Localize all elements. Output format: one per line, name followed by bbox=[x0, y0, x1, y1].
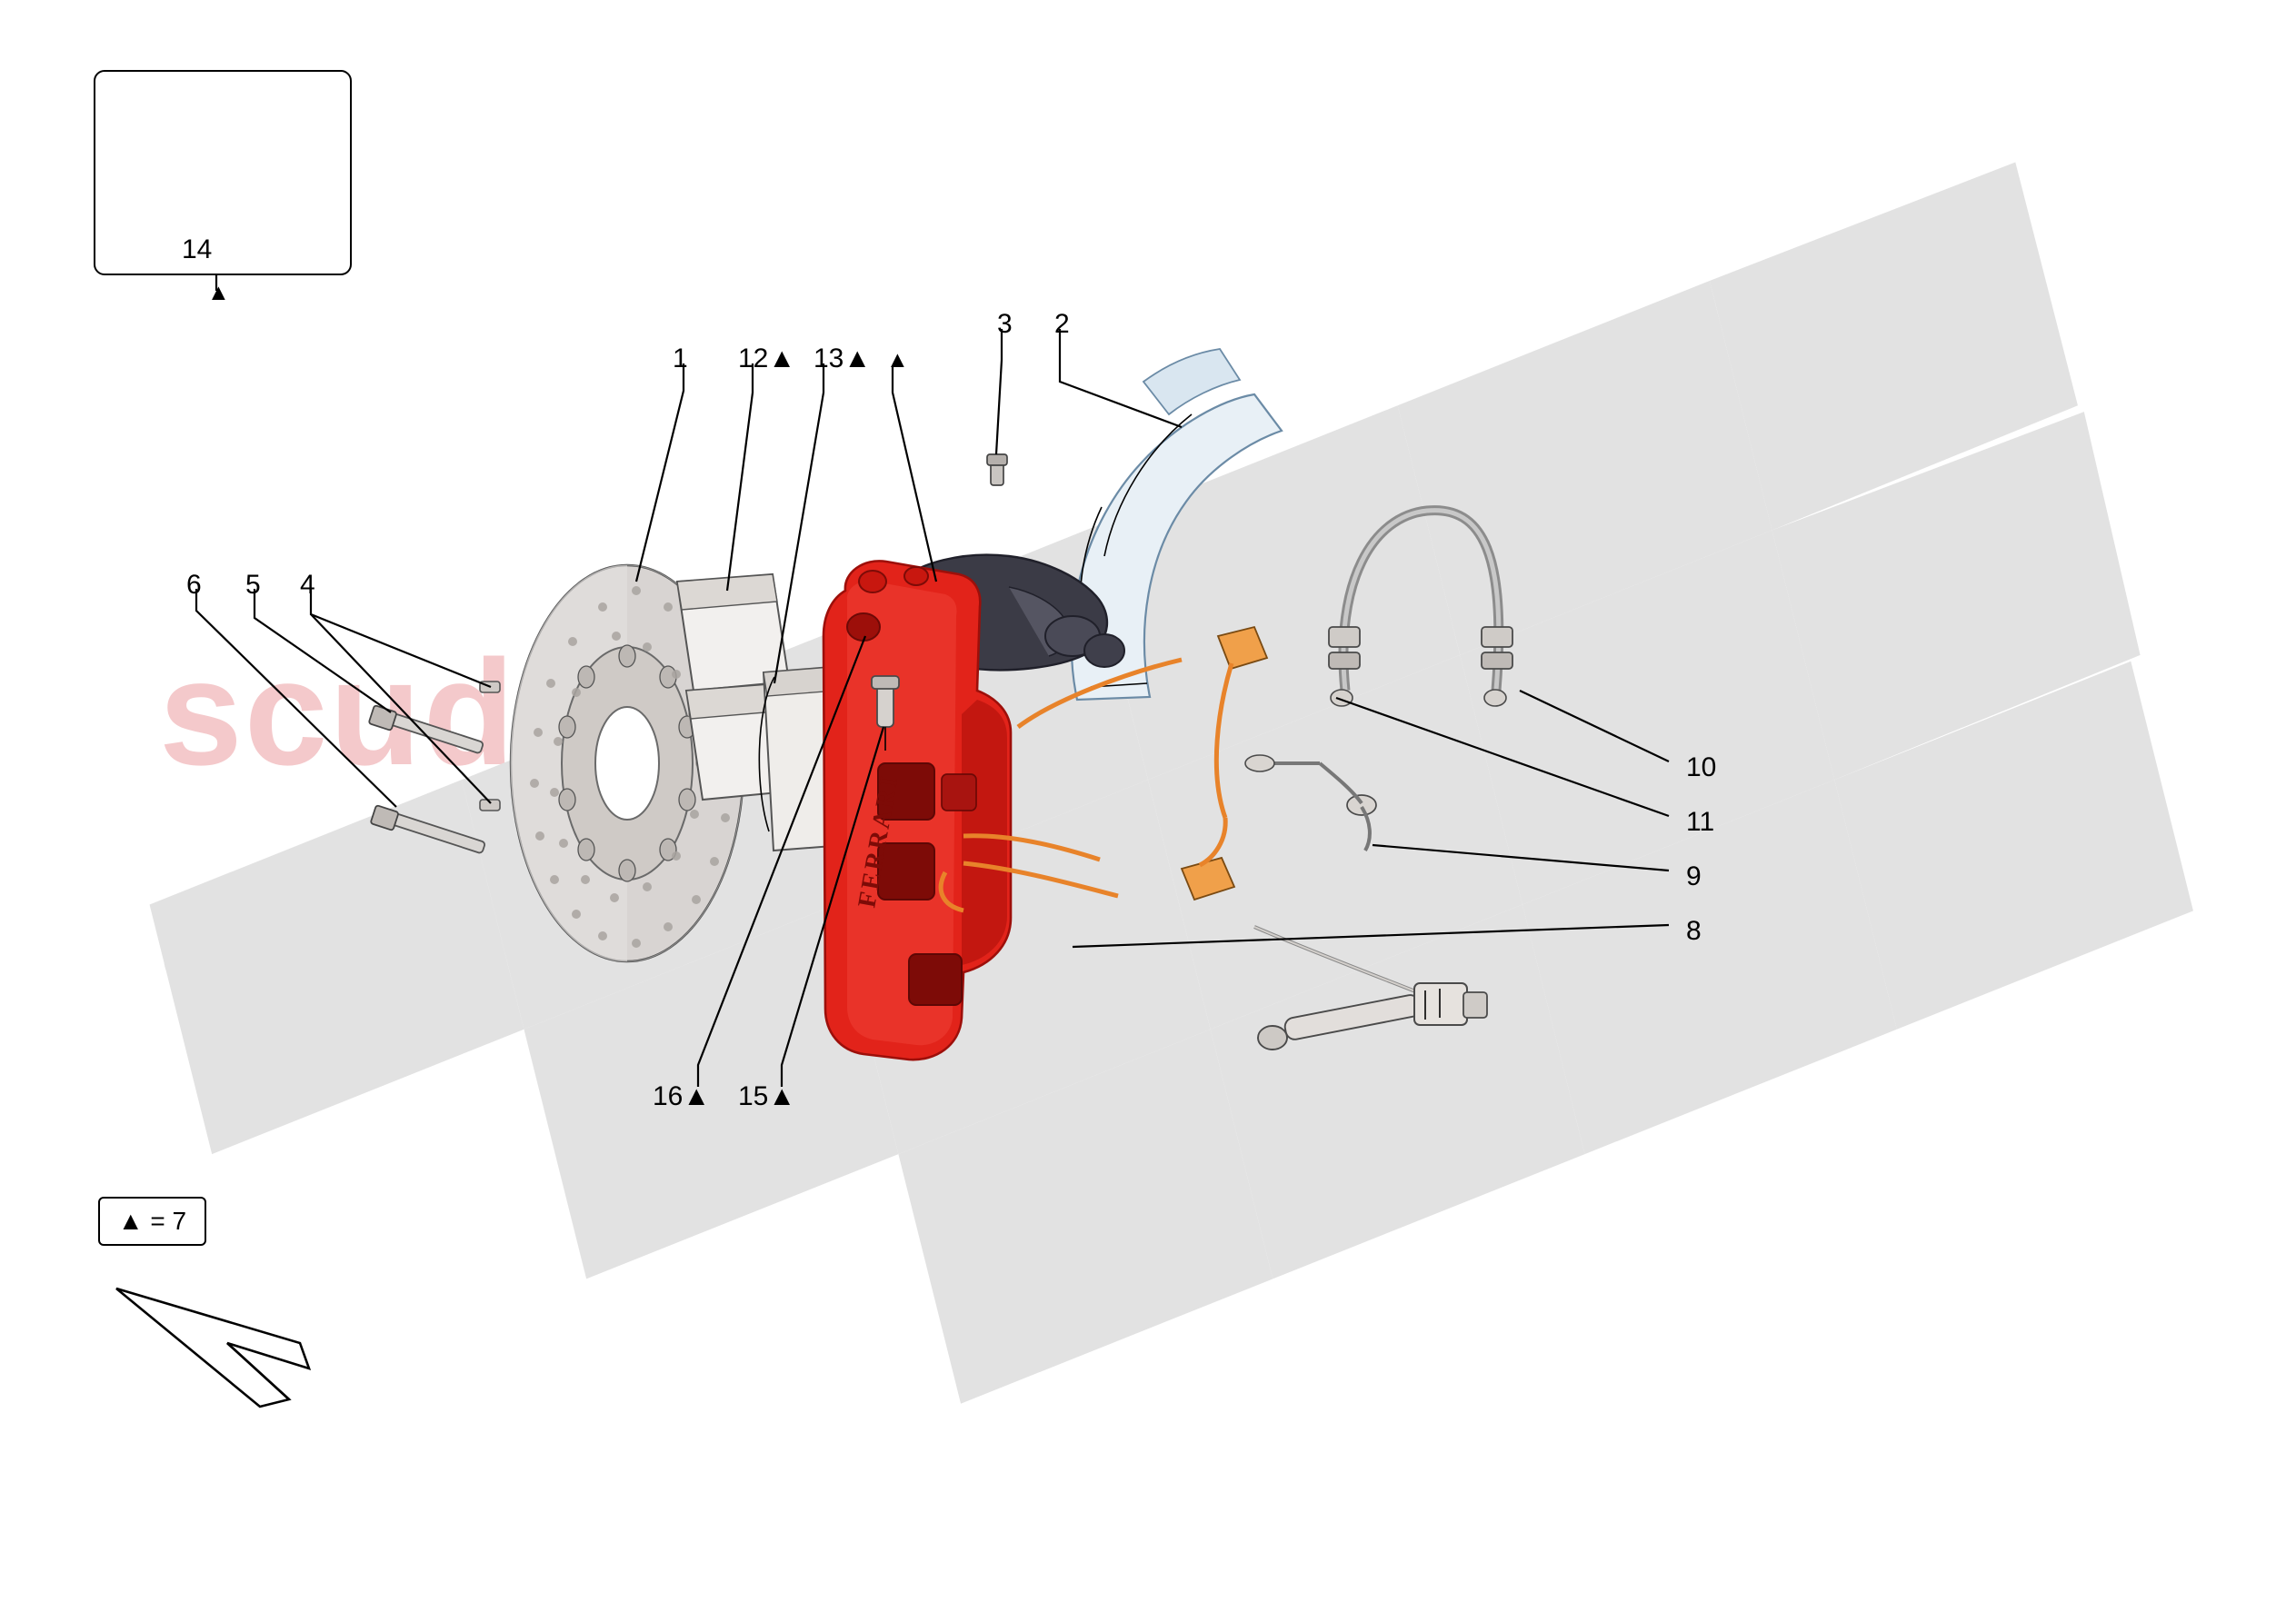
abs-sensor-cable bbox=[1253, 925, 1488, 1050]
callout-triangle-top: ▲ bbox=[886, 347, 909, 373]
callout-13: 13▲ bbox=[814, 343, 872, 373]
pad-retaining-pin bbox=[871, 675, 900, 751]
brake-caliper: FERRARI bbox=[822, 553, 1183, 1061]
callout-14-triangle: ▲ bbox=[207, 280, 230, 305]
direction-arrow bbox=[115, 1287, 312, 1408]
callout-15: 15▲ bbox=[738, 1081, 796, 1111]
callout-6: 6 bbox=[186, 570, 202, 600]
callout-11: 11 bbox=[1686, 807, 1715, 837]
callout-3: 3 bbox=[997, 309, 1013, 339]
callout-8: 8 bbox=[1686, 916, 1702, 946]
caliper-bolts bbox=[368, 681, 501, 854]
callout-16: 16▲ bbox=[653, 1081, 711, 1111]
detail-box-14 bbox=[94, 70, 352, 275]
callout-2: 2 bbox=[1054, 309, 1070, 339]
brake-disc bbox=[509, 563, 745, 963]
callout-1: 1 bbox=[673, 343, 688, 373]
legend-key-label: ▲ = 7 bbox=[117, 1207, 187, 1235]
callout-10: 10 bbox=[1686, 752, 1717, 782]
callout-14: 14 bbox=[182, 234, 213, 264]
leader-lines bbox=[195, 146, 1670, 1087]
dust-shield bbox=[1070, 348, 1283, 702]
pad-wear-sensor bbox=[1180, 625, 1377, 901]
legend-key-box: ▲ = 7 bbox=[98, 1197, 206, 1246]
brake-hose bbox=[1328, 505, 1513, 707]
shield-screw bbox=[986, 453, 1008, 486]
callout-4: 4 bbox=[300, 570, 315, 600]
callout-9: 9 bbox=[1686, 861, 1702, 891]
callout-12: 12▲ bbox=[738, 343, 796, 373]
callout-5: 5 bbox=[245, 570, 261, 600]
